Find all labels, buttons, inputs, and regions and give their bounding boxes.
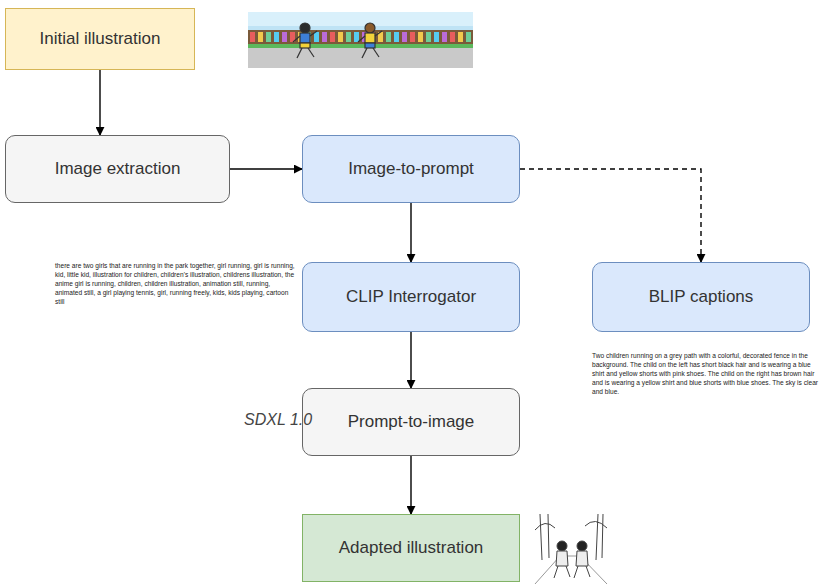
dashed-arrow [520,169,701,262]
process-box: Prompt-to-image [302,388,520,456]
model-box: CLIP Interrogator [302,262,520,332]
output-box: Adapted illustration [302,514,520,582]
box-label: Image-to-prompt [348,159,474,179]
flow-arrow [410,332,411,388]
flow-arrow [410,203,411,262]
model-box: BLIP captions [592,262,810,332]
box-label: Adapted illustration [339,538,484,558]
process-box: Image extraction [5,135,230,203]
input-box: Initial illustration [5,8,195,70]
box-label: BLIP captions [649,287,754,307]
model-name: SDXL 1.0 [244,410,298,429]
flow-arrow [99,70,100,135]
model-box: Image-to-prompt [302,135,520,203]
box-label: CLIP Interrogator [346,287,476,307]
blip-output-text: Two children running on a grey path with… [592,352,820,396]
box-label: Prompt-to-image [348,412,475,432]
box-label: Image extraction [55,159,181,179]
box-label: Initial illustration [40,29,161,49]
flow-arrow [230,168,302,169]
clip-output-text: there are two girls that are running in … [55,262,297,306]
adapted-illustration-picture [535,514,607,584]
initial-illustration-picture [248,12,473,68]
flow-arrow [410,456,411,514]
